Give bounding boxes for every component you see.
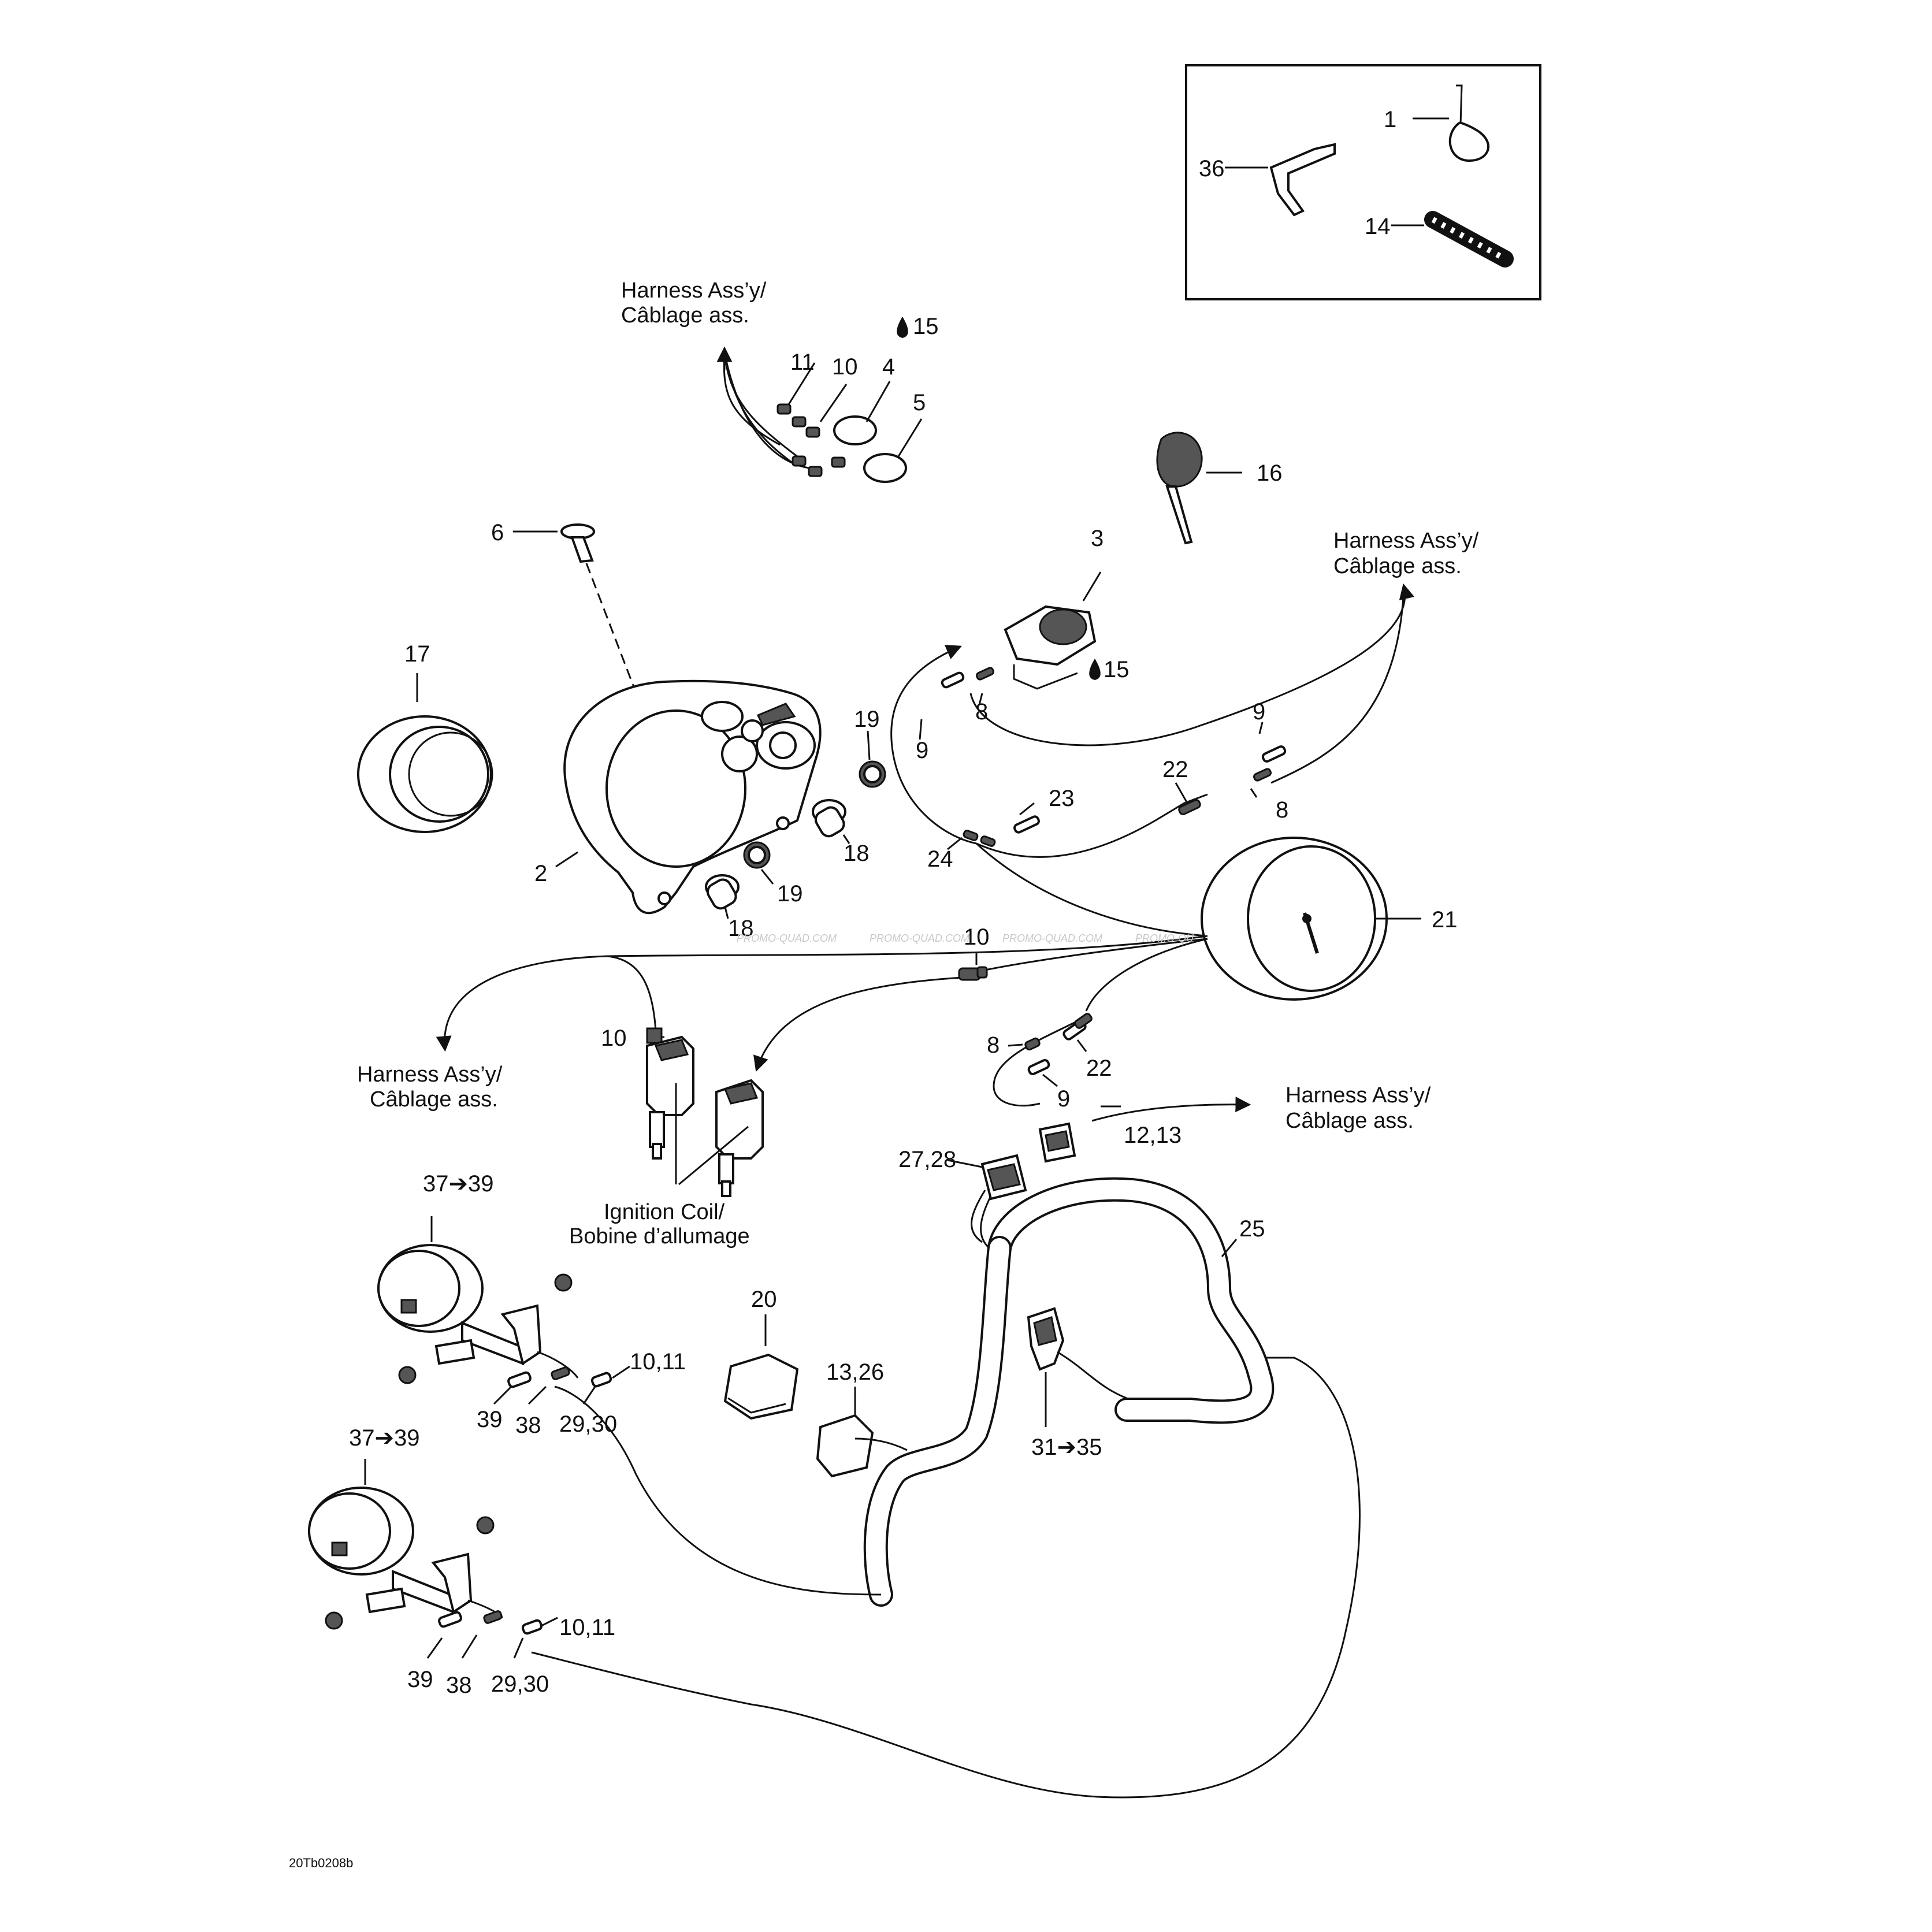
callout-31-35: 31➔35 bbox=[1031, 1435, 1102, 1460]
watermark-1: PROMO-QUAD.COM bbox=[737, 932, 837, 944]
bulb-holder-parts bbox=[705, 730, 886, 919]
harness-upper-right bbox=[890, 583, 1415, 858]
instrument-housing-part bbox=[555, 679, 822, 915]
ignition-coil-label: Ignition Coil/ Bobine d’allumage bbox=[569, 1200, 750, 1249]
harness-label-top-fr: Câblage ass. bbox=[621, 303, 749, 328]
callout-25: 25 bbox=[1239, 1216, 1265, 1242]
callout-18b: 18 bbox=[728, 916, 754, 941]
fog-lamp-upper bbox=[377, 1216, 630, 1405]
callout-6: 6 bbox=[491, 520, 504, 545]
gauge-part bbox=[975, 837, 1421, 1001]
harness-label-left-fr: Câblage ass. bbox=[370, 1087, 498, 1112]
callout-9a: 9 bbox=[916, 738, 928, 763]
callout-10c: 10 bbox=[601, 1026, 627, 1051]
callout-10a: 10 bbox=[832, 354, 858, 380]
watermark-4: PROMO-QU bbox=[1135, 932, 1194, 944]
callout-38b: 38 bbox=[446, 1673, 472, 1698]
callout-18a: 18 bbox=[844, 841, 870, 866]
callout-12-13: 12,13 bbox=[1124, 1123, 1182, 1148]
callout-10b: 10 bbox=[964, 924, 990, 950]
callout-37-39b: 37➔39 bbox=[349, 1425, 420, 1451]
callout-14: 14 bbox=[1365, 214, 1391, 239]
bezel-ring-part bbox=[357, 673, 493, 833]
drop-icon-sealant-a bbox=[897, 317, 908, 338]
harness-label-lower-right-en: Harness Ass’y/ bbox=[1285, 1083, 1431, 1108]
ignition-coil-label-en: Ignition Coil/ bbox=[604, 1200, 725, 1224]
harness-label-right-fr: Câblage ass. bbox=[1333, 554, 1462, 578]
callout-10-11a: 10,11 bbox=[630, 1349, 686, 1374]
callout-4: 4 bbox=[882, 354, 895, 380]
callout-13-26: 13,26 bbox=[826, 1359, 884, 1385]
callouts: 1 36 14 11 10 4 5 15 16 6 3 15 17 19 18 … bbox=[349, 107, 1458, 1698]
harness-label-left-en: Harness Ass’y/ bbox=[357, 1062, 503, 1087]
harness-label-left: Harness Ass’y/ Câblage ass. bbox=[357, 1062, 503, 1112]
callout-9c: 9 bbox=[1057, 1086, 1070, 1112]
callout-8b: 8 bbox=[1276, 797, 1288, 823]
callout-11: 11 bbox=[790, 350, 815, 375]
harness-label-top: Harness Ass’y/ Câblage ass. bbox=[621, 278, 767, 328]
callout-23: 23 bbox=[1049, 786, 1075, 811]
screw-part bbox=[513, 523, 640, 700]
callout-15b: 15 bbox=[1104, 657, 1130, 682]
callout-22a: 22 bbox=[1162, 757, 1188, 782]
watermark: PROMO-QUAD.COM PROMO-QUAD.COM PROMO-QUAD… bbox=[737, 932, 1194, 944]
drawing-code: 20Tb0208b bbox=[289, 1856, 353, 1870]
callout-21: 21 bbox=[1432, 907, 1458, 932]
ignition-key-part bbox=[1156, 432, 1242, 545]
callout-39a: 39 bbox=[477, 1407, 503, 1432]
inset-box bbox=[1185, 64, 1541, 300]
relay-part bbox=[723, 1314, 908, 1478]
harness-label-right: Harness Ass’y/ Câblage ass. bbox=[1333, 529, 1479, 578]
callout-39b: 39 bbox=[407, 1667, 433, 1692]
callout-37-39a: 37➔39 bbox=[423, 1171, 494, 1197]
harness-label-right-en: Harness Ass’y/ bbox=[1333, 529, 1479, 553]
callout-29-30b: 29,30 bbox=[491, 1671, 549, 1697]
ignition-coil-label-fr: Bobine d’allumage bbox=[569, 1224, 750, 1249]
callout-10-11b: 10,11 bbox=[559, 1615, 615, 1640]
callout-9b: 9 bbox=[1253, 699, 1265, 724]
harness-label-top-en: Harness Ass’y/ bbox=[621, 278, 767, 303]
harness-middle bbox=[436, 935, 1251, 1122]
callout-17: 17 bbox=[404, 641, 430, 667]
cable-tie-part bbox=[1448, 84, 1490, 162]
callout-20: 20 bbox=[751, 1287, 777, 1312]
callout-3: 3 bbox=[1091, 526, 1104, 551]
callout-27-28: 27,28 bbox=[898, 1147, 956, 1172]
main-harness-tube bbox=[531, 1177, 1361, 1799]
callout-2: 2 bbox=[534, 861, 547, 886]
harness-label-lower-right: Harness Ass’y/ Câblage ass. bbox=[1285, 1083, 1431, 1133]
callout-1: 1 bbox=[1384, 107, 1396, 132]
callout-16: 16 bbox=[1257, 460, 1283, 486]
bracket-part bbox=[1269, 143, 1336, 217]
sensor-part bbox=[1027, 1307, 1127, 1427]
spiral-wrap-part bbox=[1424, 211, 1514, 267]
callout-36: 36 bbox=[1199, 156, 1225, 181]
callout-15a: 15 bbox=[913, 314, 939, 339]
fog-lamp-lower bbox=[308, 1459, 558, 1659]
drop-icon-sealant-b bbox=[1089, 659, 1101, 680]
bulb-socket-cluster bbox=[716, 317, 923, 483]
ignition-switch-part bbox=[1004, 571, 1102, 690]
watermark-2: PROMO-QUAD.COM bbox=[870, 932, 969, 944]
callout-5: 5 bbox=[913, 390, 926, 415]
callout-19a: 19 bbox=[854, 707, 880, 732]
callout-8c: 8 bbox=[987, 1032, 1000, 1058]
harness-label-lower-right-fr: Câblage ass. bbox=[1285, 1109, 1414, 1133]
callout-8a: 8 bbox=[975, 699, 988, 724]
watermark-3: PROMO-QUAD.COM bbox=[1002, 932, 1102, 944]
callout-19b: 19 bbox=[777, 881, 803, 906]
callout-29-30a: 29,30 bbox=[559, 1411, 617, 1437]
connectors-part bbox=[947, 1122, 1076, 1249]
callout-24: 24 bbox=[927, 846, 953, 872]
callout-22b: 22 bbox=[1086, 1056, 1112, 1081]
callout-38a: 38 bbox=[515, 1413, 541, 1438]
ignition-coils-part bbox=[646, 1035, 764, 1197]
